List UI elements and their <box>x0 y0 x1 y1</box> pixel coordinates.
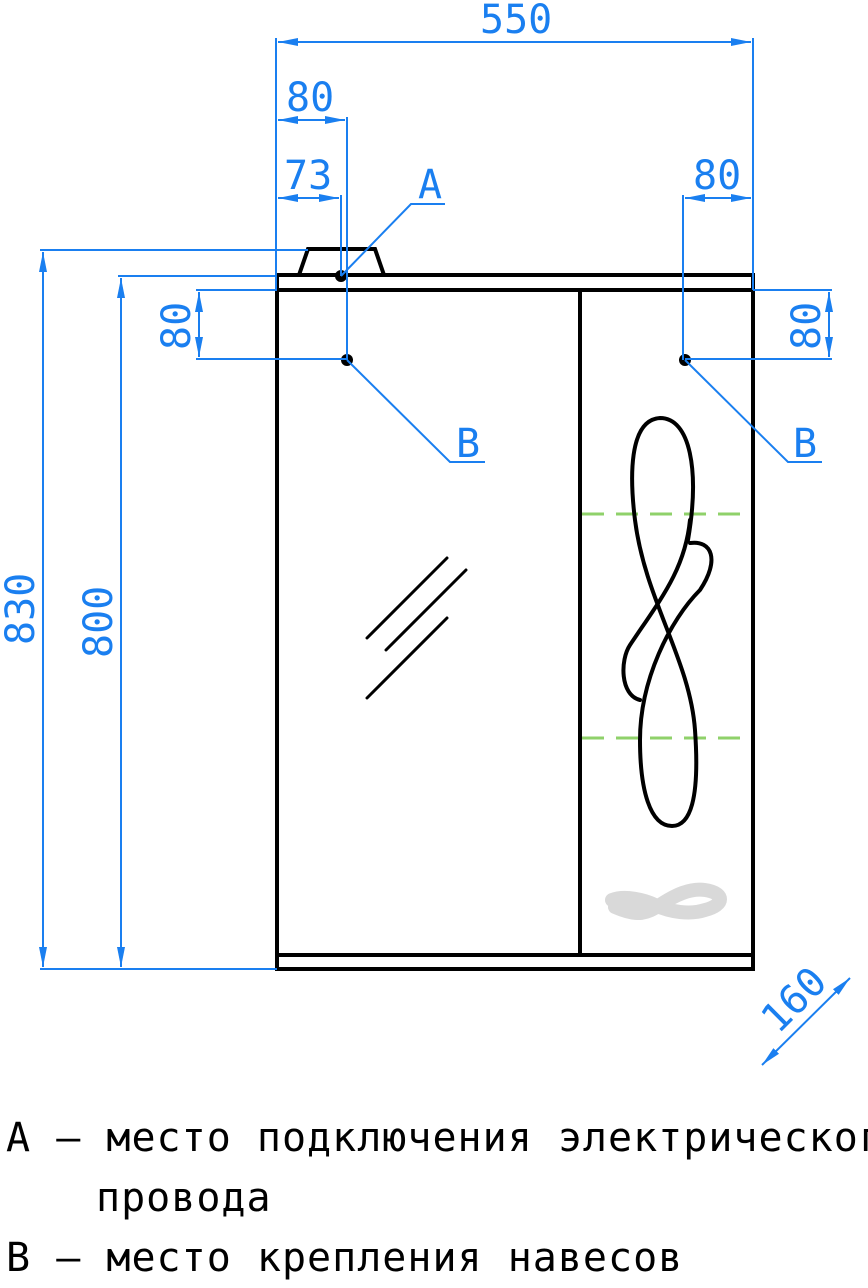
callout-label-b-left: B <box>456 421 480 467</box>
legend: A – место подключения электрического про… <box>6 1108 868 1288</box>
technical-drawing: 550 80 73 80 80 80 830 800 160 A B B <box>0 0 851 1066</box>
dim-text-800: 800 <box>76 586 122 658</box>
dim-text-160: 160 <box>753 958 837 1042</box>
legend-key-a: A <box>6 1115 32 1161</box>
brand-logo-icon <box>605 882 727 921</box>
dim-text-550: 550 <box>480 0 552 43</box>
glass-shelves <box>582 512 752 740</box>
legend-dash: – <box>56 1235 82 1281</box>
legend-text-a-cont: провода <box>96 1175 272 1221</box>
bottom-shelf <box>275 953 755 971</box>
legend-dash: – <box>56 1115 82 1161</box>
mirror-glare-icon <box>365 556 468 700</box>
dim-text-80-left: 80 <box>286 75 334 121</box>
legend-row-a: A – место подключения электрического <box>6 1108 868 1168</box>
dim-text-80-left-vertical: 80 <box>154 302 200 350</box>
callout-leader-a <box>340 203 445 277</box>
legend-row-b: B – место крепления навесов <box>6 1228 868 1288</box>
legend-text-a: место подключения электрического <box>106 1115 868 1161</box>
legend-row-a-continuation: провода <box>6 1168 868 1228</box>
top-shelf <box>275 273 755 292</box>
legend-text-b: место крепления навесов <box>106 1235 684 1281</box>
dim-text-80-right: 80 <box>693 153 741 199</box>
door-ornament-icon <box>621 415 714 829</box>
dim-text-80-right-vertical: 80 <box>784 302 830 350</box>
dim-text-830: 830 <box>0 573 44 645</box>
callout-leader-b-left <box>346 359 485 463</box>
dim-text-73: 73 <box>284 153 332 199</box>
callout-label-b-right: B <box>793 421 817 467</box>
callout-leader-b-right <box>684 359 822 463</box>
legend-key-b: B <box>6 1235 32 1281</box>
dim-line-160 <box>761 977 851 1066</box>
callout-label-a: A <box>418 162 442 208</box>
